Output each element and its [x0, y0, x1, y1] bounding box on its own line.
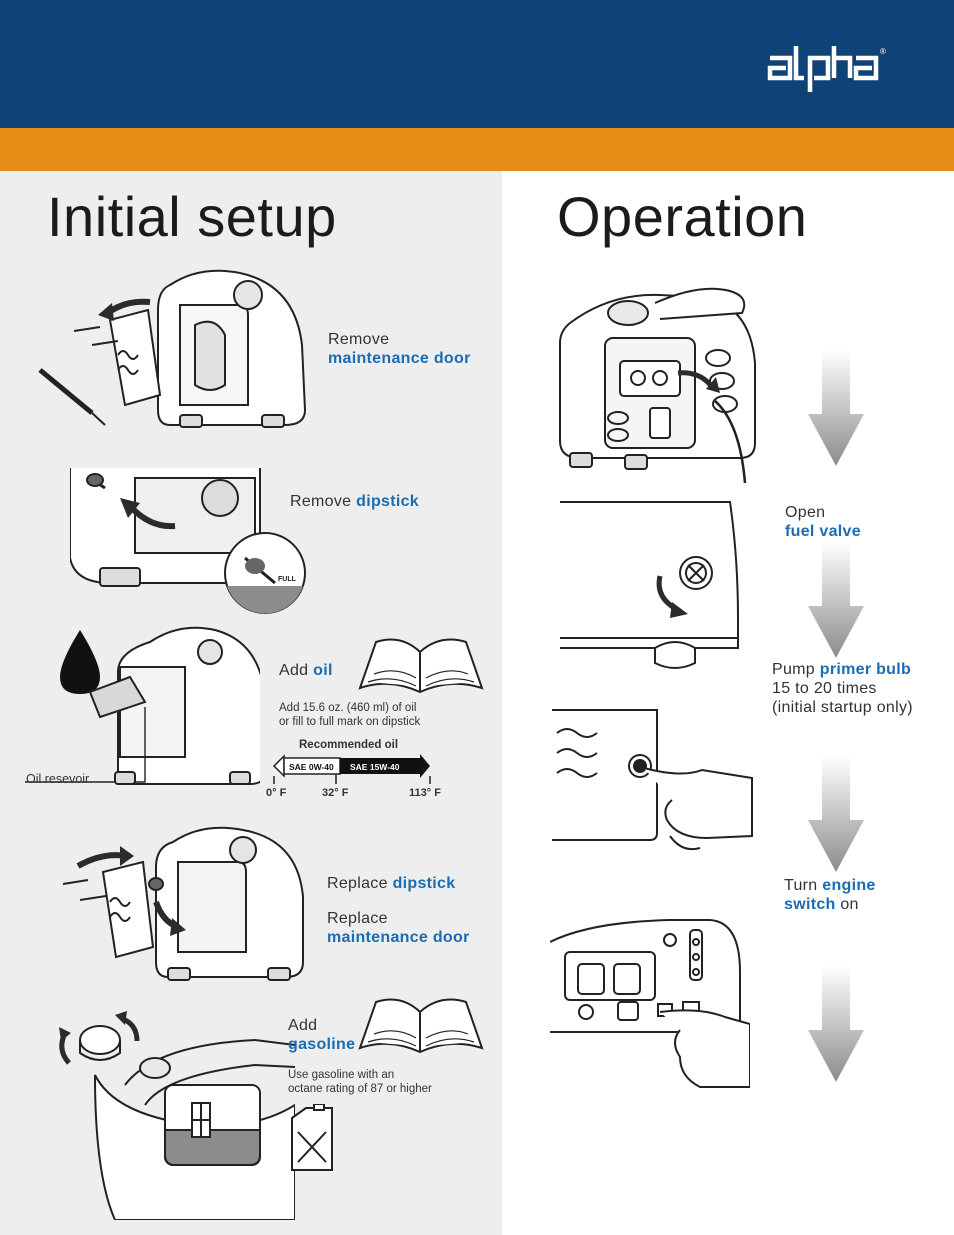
step-pump-primer-label: Pump primer bulb 15 to 20 times (initial… — [772, 660, 913, 717]
temp-32f: 32° F — [322, 787, 349, 799]
step-engine-switch-highlight-a: engine — [822, 877, 876, 894]
step-add-oil-prefix: Add — [279, 662, 309, 679]
gas-can-icon — [291, 1104, 333, 1171]
step-replace-dipstick-prefix: Replace — [327, 875, 388, 892]
down-arrow-icon-4 — [808, 966, 864, 1082]
gasoline-note-line1: Use gasoline with an — [288, 1069, 395, 1081]
step-open-fuel-valve-highlight: fuel valve — [785, 523, 861, 540]
step-replace-door-highlight: maintenance door — [327, 929, 470, 946]
oil-reservoir-callout: Oil resevoir — [26, 772, 90, 786]
generator-front-illustration — [559, 287, 756, 484]
oil-grade-high: SAE 15W-40 — [350, 762, 400, 772]
step-add-gasoline-prefix: Add — [288, 1017, 318, 1034]
step-add-gasoline-highlight: gasoline — [288, 1036, 356, 1053]
alpha-logo: ® — [767, 46, 886, 92]
down-arrow-icon-3 — [808, 756, 864, 872]
registered-mark: ® — [880, 47, 886, 56]
step-open-fuel-valve-prefix: Open — [785, 504, 826, 521]
primer-bulb-illustration — [552, 709, 753, 851]
step-add-gasoline-label: Add gasoline — [288, 1016, 355, 1054]
initial-setup-title: Initial setup — [47, 185, 337, 248]
remove-door-illustration — [38, 269, 307, 428]
step-pump-primer-highlight: primer bulb — [819, 661, 912, 678]
step-remove-door-prefix: Remove — [328, 331, 390, 348]
add-oil-illustration — [25, 626, 260, 785]
manual-book-icon-2 — [358, 998, 484, 1054]
step-engine-switch-label: Turn engine switch on — [784, 876, 876, 914]
recommended-oil-title: Recommended oil — [299, 739, 399, 751]
oil-temperature-scale: SAE 0W-40 SAE 15W-40 — [272, 754, 431, 784]
step-remove-dipstick-highlight: dipstick — [356, 493, 420, 510]
temp-0f: 0° F — [266, 787, 287, 799]
step-remove-dipstick-prefix: Remove — [290, 493, 352, 510]
step-add-oil-label: Add oil — [279, 661, 333, 680]
step-remove-dipstick-label: Remove dipstick — [290, 492, 419, 511]
oil-drop-icon — [60, 630, 100, 694]
accent-band — [0, 128, 954, 171]
step-engine-switch-suffix: on — [840, 896, 859, 913]
step-pump-primer-prefix: Pump — [772, 661, 815, 678]
remove-dipstick-illustration: FULL — [70, 468, 306, 614]
step-engine-switch-prefix: Turn — [784, 877, 818, 894]
gasoline-note: Use gasoline with an octane rating of 87… — [288, 1068, 432, 1096]
down-arrow-icon-2 — [808, 542, 864, 658]
replace-door-illustration — [62, 826, 304, 981]
oil-note-line1: Add 15.6 oz. (460 ml) of oil — [279, 702, 417, 714]
step-engine-switch-highlight-b: switch — [784, 896, 836, 913]
down-arrow-icon-1 — [808, 350, 864, 466]
step-add-oil-highlight: oil — [313, 662, 333, 679]
engine-switch-illustration — [550, 919, 750, 1088]
step-open-fuel-valve-label: Open fuel valve — [785, 503, 861, 541]
step-remove-door-label: Remove maintenance door — [328, 330, 471, 368]
step-replace-door-prefix: Replace — [327, 910, 388, 927]
step-pump-primer-times: 15 to 20 times — [772, 680, 877, 697]
oil-note-line2: or fill to full mark on dipstick — [279, 716, 421, 728]
temp-113f: 113° F — [409, 787, 441, 799]
step-remove-door-highlight: maintenance door — [328, 350, 471, 367]
manual-book-icon — [358, 638, 484, 694]
step-pump-primer-note: (initial startup only) — [772, 699, 913, 716]
dipstick-full-mark: FULL — [278, 576, 297, 583]
step-replace-dipstick-highlight: dipstick — [392, 875, 456, 892]
operation-title: Operation — [557, 185, 808, 248]
oil-note: Add 15.6 oz. (460 ml) of oil or fill to … — [279, 701, 420, 729]
oil-grade-low: SAE 0W-40 — [289, 762, 334, 772]
fuel-valve-illustration — [560, 501, 739, 669]
gasoline-note-line2: octane rating of 87 or higher — [288, 1083, 432, 1095]
add-gasoline-illustration — [59, 1011, 295, 1220]
step-replace-dipstick-label: Replace dipstick — [327, 874, 455, 893]
step-replace-door-label: Replace maintenance door — [327, 909, 470, 947]
